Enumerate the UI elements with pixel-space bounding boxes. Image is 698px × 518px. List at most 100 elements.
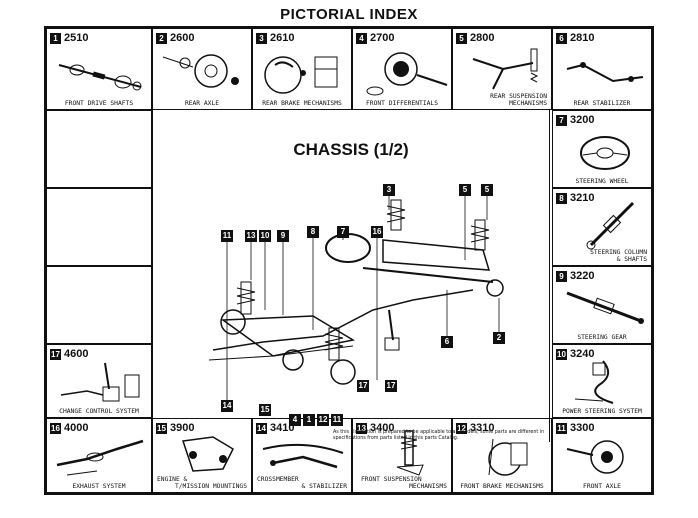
steering-column-drawing (586, 201, 635, 250)
page-title: PICTORIAL INDEX (280, 6, 418, 23)
part-code: 3400 (370, 422, 395, 434)
diagram-heading: CHASSIS (1/2) (293, 140, 409, 159)
part-code: 3220 (570, 270, 595, 282)
rear-axle-drawing (162, 54, 239, 88)
callout-14: 14 (221, 400, 233, 412)
part-code: 2610 (270, 32, 295, 44)
front-axle-drawing (566, 440, 624, 474)
section-number-badge: 11 (556, 422, 567, 434)
section-number-badge: 3 (256, 32, 267, 44)
part-label-line1: REAR SUSPENSION (490, 93, 547, 100)
section-number-badge: 4 (356, 32, 367, 44)
part-code: 2510 (64, 32, 89, 44)
part-code: 2700 (370, 32, 395, 44)
front-brake-drawing (488, 438, 528, 476)
section-number-badge: 2 (156, 32, 167, 44)
part-code: 3300 (570, 422, 595, 434)
part-code: 2800 (470, 32, 495, 44)
section-number-badge: 15 (156, 422, 167, 434)
section-number-badge: 8 (556, 192, 567, 204)
section-number-badge: 9 (556, 270, 567, 282)
section-number-badge: 12 (456, 422, 467, 434)
part-label-line2: T/MISSION MOUNTINGS (174, 483, 247, 490)
blank-cell (46, 266, 152, 344)
rear-brake-drawing (264, 56, 338, 94)
part-label: POWER STEERING SYSTEM (562, 408, 642, 415)
power-steering-drawing (574, 360, 614, 404)
callout-16: 16 (371, 226, 383, 238)
section-number-badge: 1 (50, 32, 61, 44)
drive-shaft-drawing (58, 64, 142, 91)
callout-5b: 5 (481, 184, 493, 196)
part-code: 4600 (64, 348, 89, 360)
engine-mount-drawing (182, 436, 234, 472)
part-label: EXHAUST SYSTEM (72, 483, 126, 490)
differential-drawing (366, 52, 448, 96)
front-suspension-drawing (396, 430, 424, 476)
callout-12: 12 (317, 414, 329, 426)
part-label: REAR AXLE (184, 100, 220, 107)
part-label-line1: FRONT SUSPENSION (361, 476, 422, 483)
part-label-line2: MECHANISMS (409, 483, 447, 490)
callout-2: 2 (493, 332, 505, 344)
exhaust-drawing (56, 439, 144, 476)
part-label: STEERING GEAR (577, 334, 627, 341)
part-label-line2: & SHAFTS (616, 256, 647, 263)
blank-cell (46, 110, 152, 188)
part-label-line1: CROSSMEMBER (257, 476, 299, 483)
part-label: REAR STABILIZER (573, 100, 631, 107)
part-code: 2600 (170, 32, 195, 44)
section-number-badge: 7 (556, 114, 567, 126)
callout-15: 15 (259, 404, 271, 416)
section-number-badge: 5 (456, 32, 467, 44)
callout-7: 7 (337, 226, 349, 238)
part-label: FRONT DRIVE SHAFTS (64, 100, 134, 107)
part-label: STEERING WHEEL (575, 178, 629, 185)
blank-cell (46, 188, 152, 266)
part-label-line2: & STABILIZER (301, 483, 348, 490)
callout-6: 6 (441, 336, 453, 348)
callout-17b: 17 (385, 380, 397, 392)
section-number-badge: 13 (356, 422, 367, 434)
steering-gear-drawing (566, 291, 644, 324)
section-number-badge: 6 (556, 32, 567, 44)
callout-10: 10 (259, 230, 271, 242)
applicability-note: As this illustration is prepared to be a… (333, 430, 545, 441)
part-code: 4000 (64, 422, 89, 434)
callout-13: 13 (245, 230, 257, 242)
section-number-badge: 17 (50, 348, 61, 360)
part-label-line1: STEERING COLUMN (590, 249, 647, 256)
callout-17a: 17 (357, 380, 369, 392)
callout-3: 3 (383, 184, 395, 196)
callout-11b: 11 (331, 414, 343, 426)
shift-lever-drawing (60, 362, 140, 402)
part-label-line2: MECHANISMS (509, 100, 547, 107)
part-label: CHANGE CONTROL SYSTEM (59, 408, 139, 415)
callout-1: 1 (303, 414, 315, 426)
part-code: 3200 (570, 114, 595, 126)
section-number-badge: 16 (50, 422, 61, 434)
rear-suspension-drawing (472, 48, 539, 90)
part-label-line1: ENGINE & (157, 476, 188, 483)
callout-4: 4 (289, 414, 301, 426)
steering-wheel-drawing (580, 136, 630, 170)
part-code: 3900 (170, 422, 195, 434)
